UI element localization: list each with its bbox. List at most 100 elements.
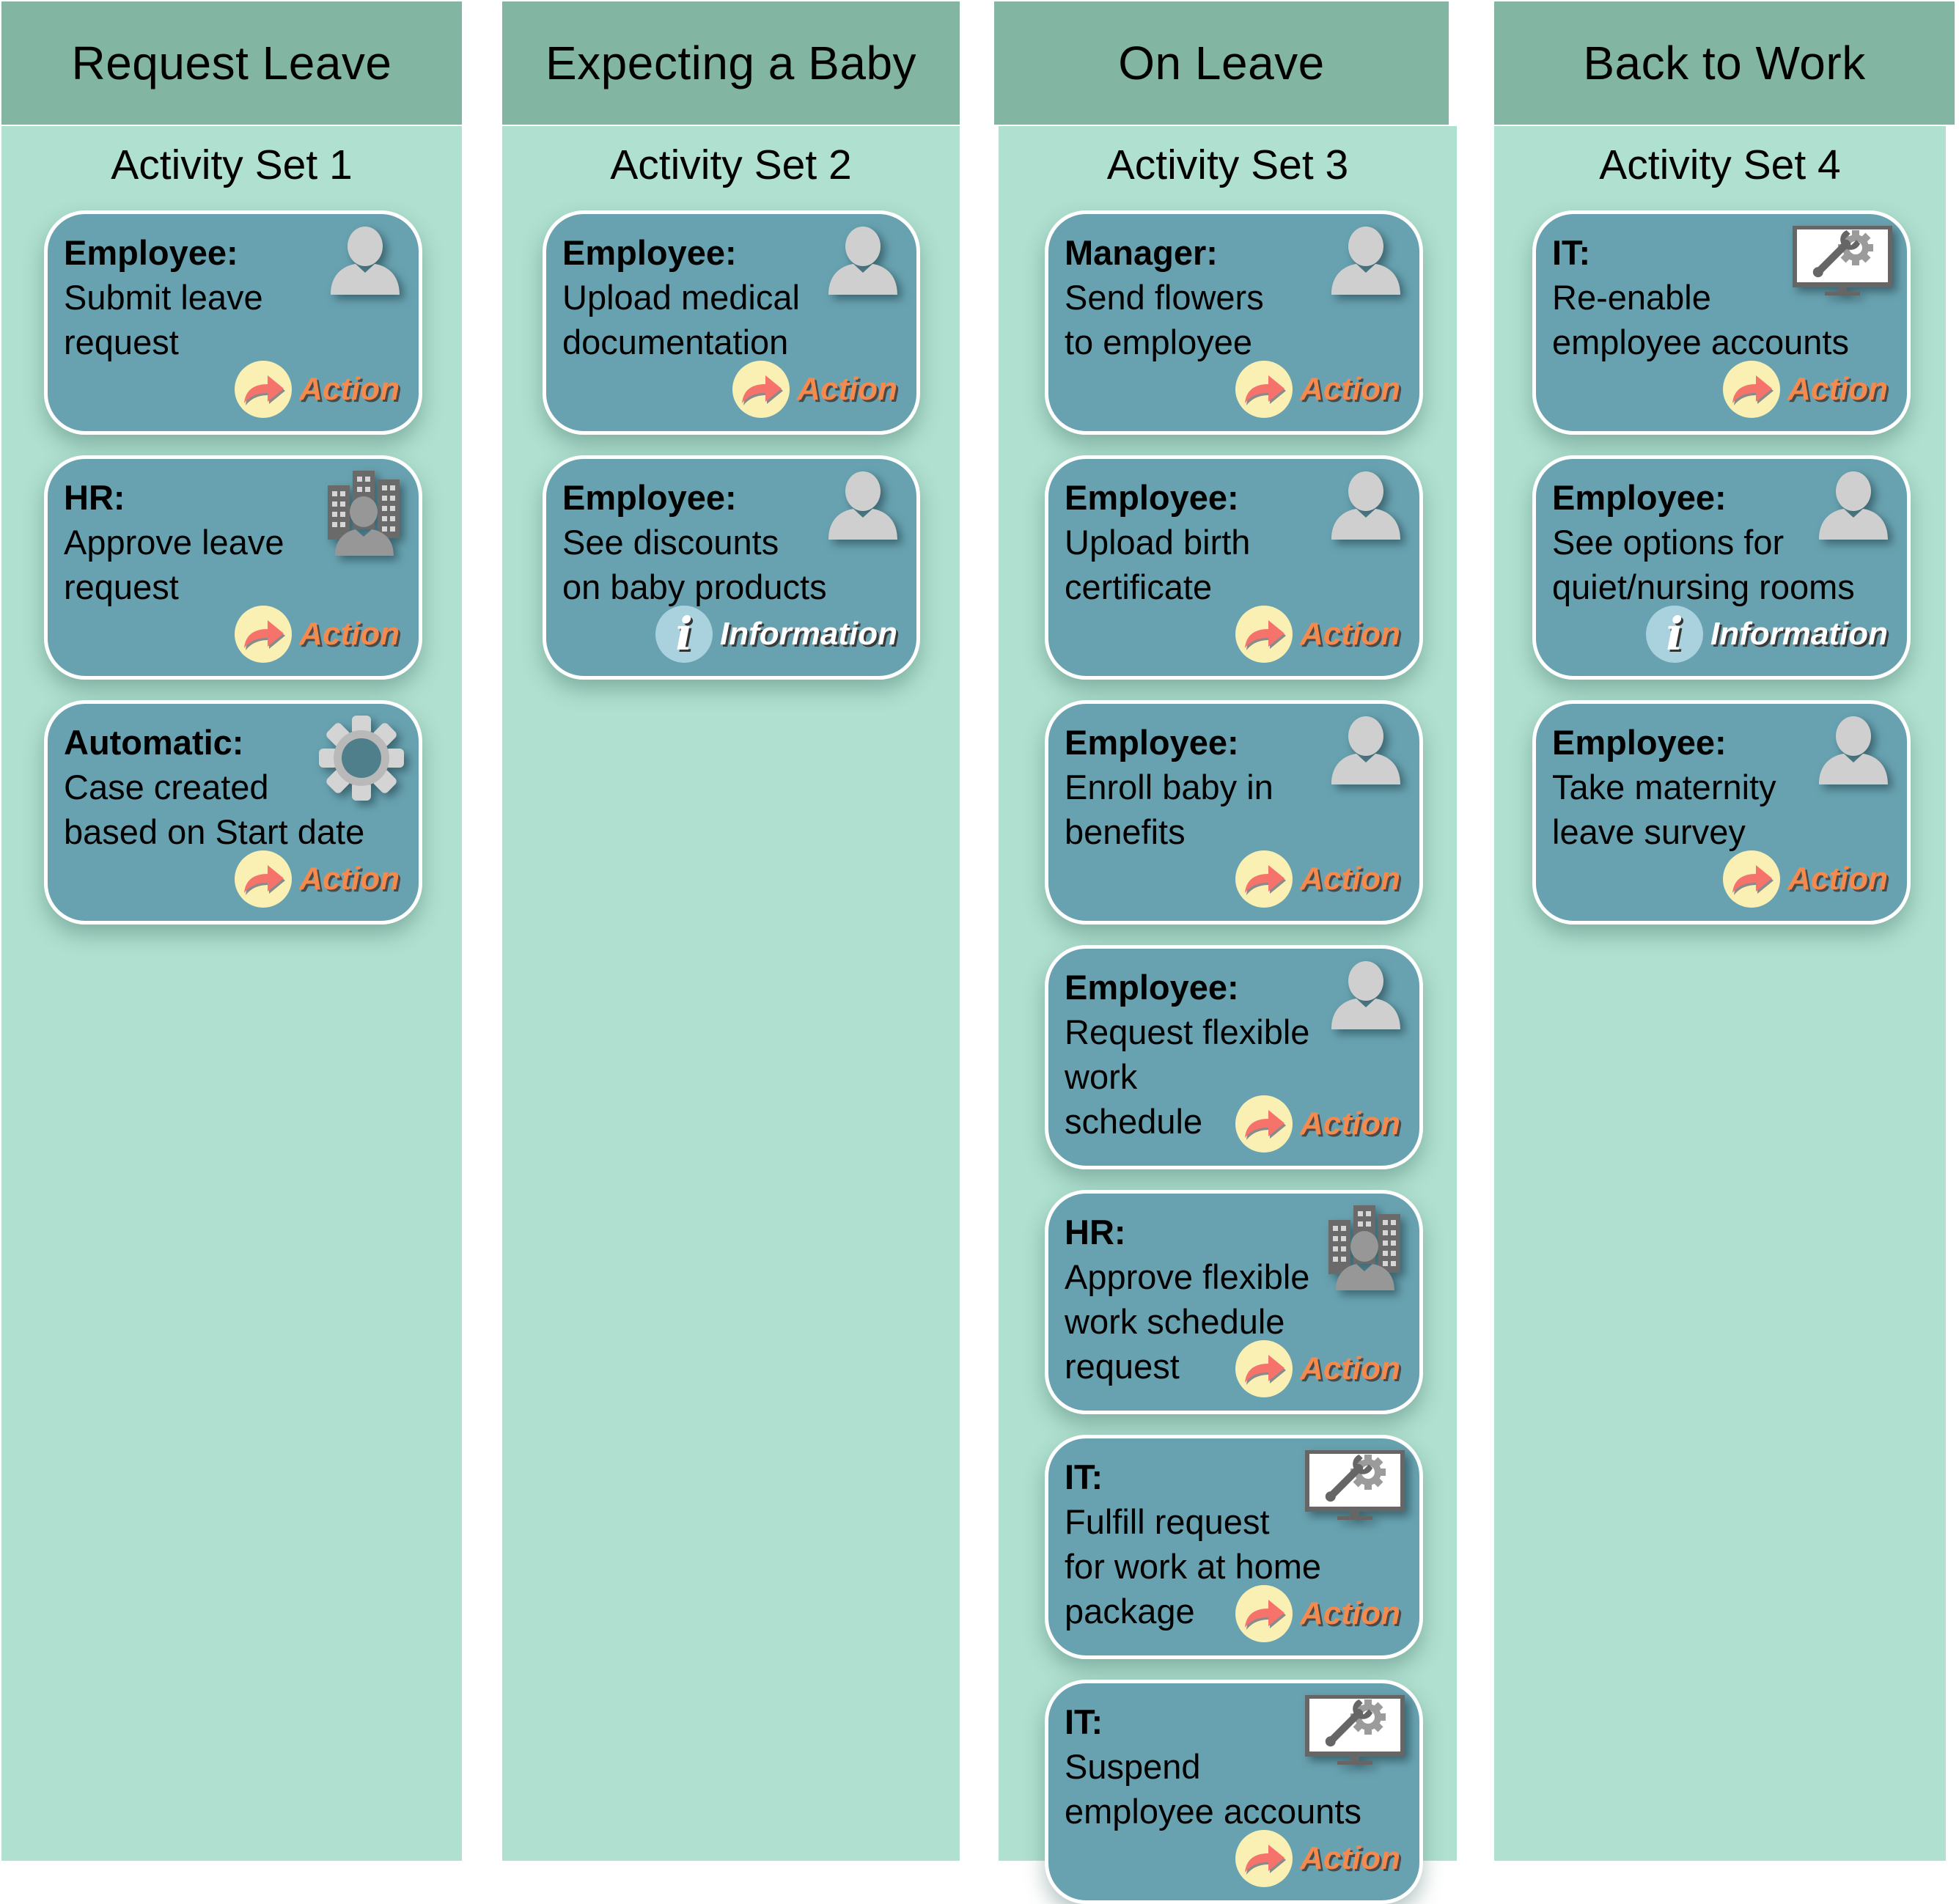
card-description-line: Send flowers [1065, 278, 1264, 317]
action-badge[interactable]: Action [1235, 1340, 1400, 1397]
it-monitor-tools-icon [1304, 1694, 1406, 1771]
person-icon [1326, 714, 1406, 795]
action-badge[interactable]: Action [235, 606, 400, 663]
badge-label: Action [1300, 371, 1400, 407]
forward-arrow-icon [1235, 1095, 1293, 1153]
forward-arrow-icon [1235, 850, 1293, 908]
action-badge[interactable]: Action [1723, 850, 1888, 908]
card-description-line: schedule [1065, 1102, 1203, 1141]
card-description-line: employee accounts [1552, 323, 1849, 361]
person-icon [1331, 227, 1400, 295]
card-role: Employee: [1065, 478, 1239, 517]
it-monitor-tools-icon [1304, 1449, 1406, 1526]
hr-building-person-icon [1328, 1205, 1400, 1290]
card-role: Employee: [1065, 723, 1239, 762]
action-badge[interactable]: Action [235, 850, 400, 908]
person-icon [823, 224, 903, 305]
forward-arrow-icon [235, 850, 293, 908]
activity-set-title: Activity Set 1 [111, 141, 353, 188]
person-icon [1326, 469, 1406, 550]
card-description-line: Upload medical [562, 278, 800, 317]
card-description-line: quiet/nursing rooms [1552, 567, 1855, 606]
card-role: Employee: [562, 478, 737, 517]
activity-set-title: Activity Set 2 [610, 141, 852, 188]
badge-label: Action [1300, 1840, 1400, 1876]
card-description-line: Request flexible [1065, 1012, 1310, 1051]
action-badge[interactable]: Action [1235, 361, 1400, 418]
person-icon [828, 227, 897, 295]
action-badge[interactable]: Action [1235, 850, 1400, 908]
hr-building-person-icon [325, 469, 405, 561]
badge-label: Action [1787, 861, 1888, 897]
card-description-line: Approve flexible [1065, 1257, 1310, 1296]
activity-card[interactable]: Employee: Enroll baby in benefits Action [1045, 700, 1423, 925]
card-role: HR: [1065, 1213, 1126, 1251]
person-icon [1326, 959, 1406, 1040]
card-description-line: Submit leave [64, 278, 263, 317]
card-description-line: Approve leave [64, 523, 284, 562]
person-icon [1331, 716, 1400, 784]
card-role: Employee: [1552, 478, 1727, 517]
hr-building-person-icon [328, 471, 400, 556]
forward-arrow-icon [1235, 1830, 1293, 1887]
card-description-line: certificate [1065, 567, 1213, 606]
action-badge[interactable]: Action [1235, 1830, 1400, 1887]
card-description-line: request [64, 323, 179, 361]
action-badge[interactable]: Action [732, 361, 897, 418]
card-description-line: work [1065, 1057, 1138, 1096]
forward-arrow-icon [1235, 361, 1293, 418]
badge-label: Action [1300, 616, 1400, 652]
card-description-line: benefits [1065, 812, 1186, 851]
badge-label: Information [720, 616, 897, 652]
card-description-line: for work at home [1065, 1547, 1322, 1586]
action-badge[interactable]: Action [1235, 1585, 1400, 1642]
action-badge[interactable]: Action [235, 361, 400, 418]
person-icon [828, 471, 897, 540]
card-description-line: leave survey [1552, 812, 1746, 851]
forward-arrow-icon [235, 361, 293, 418]
badge-label: Action [1787, 371, 1888, 407]
card-description-line: Take maternity [1552, 768, 1776, 806]
action-badge[interactable]: Action [1235, 1095, 1400, 1153]
card-description-line: Enroll baby in [1065, 768, 1273, 806]
card-role: HR: [64, 478, 125, 517]
badge-label: Action [299, 861, 400, 897]
card-description-line: based on Start date [64, 812, 365, 851]
card-description-line: Fulfill request [1065, 1502, 1270, 1541]
action-badge[interactable]: Action [1235, 606, 1400, 663]
activity-set-title: Activity Set 4 [1599, 141, 1841, 188]
person-icon [1331, 471, 1400, 540]
gear-icon [317, 714, 405, 806]
it-monitor-tools-icon [1305, 1695, 1405, 1765]
action-badge[interactable]: Action [1723, 361, 1888, 418]
activity-set-title: Activity Set 3 [1106, 141, 1349, 188]
person-icon [1813, 714, 1894, 795]
